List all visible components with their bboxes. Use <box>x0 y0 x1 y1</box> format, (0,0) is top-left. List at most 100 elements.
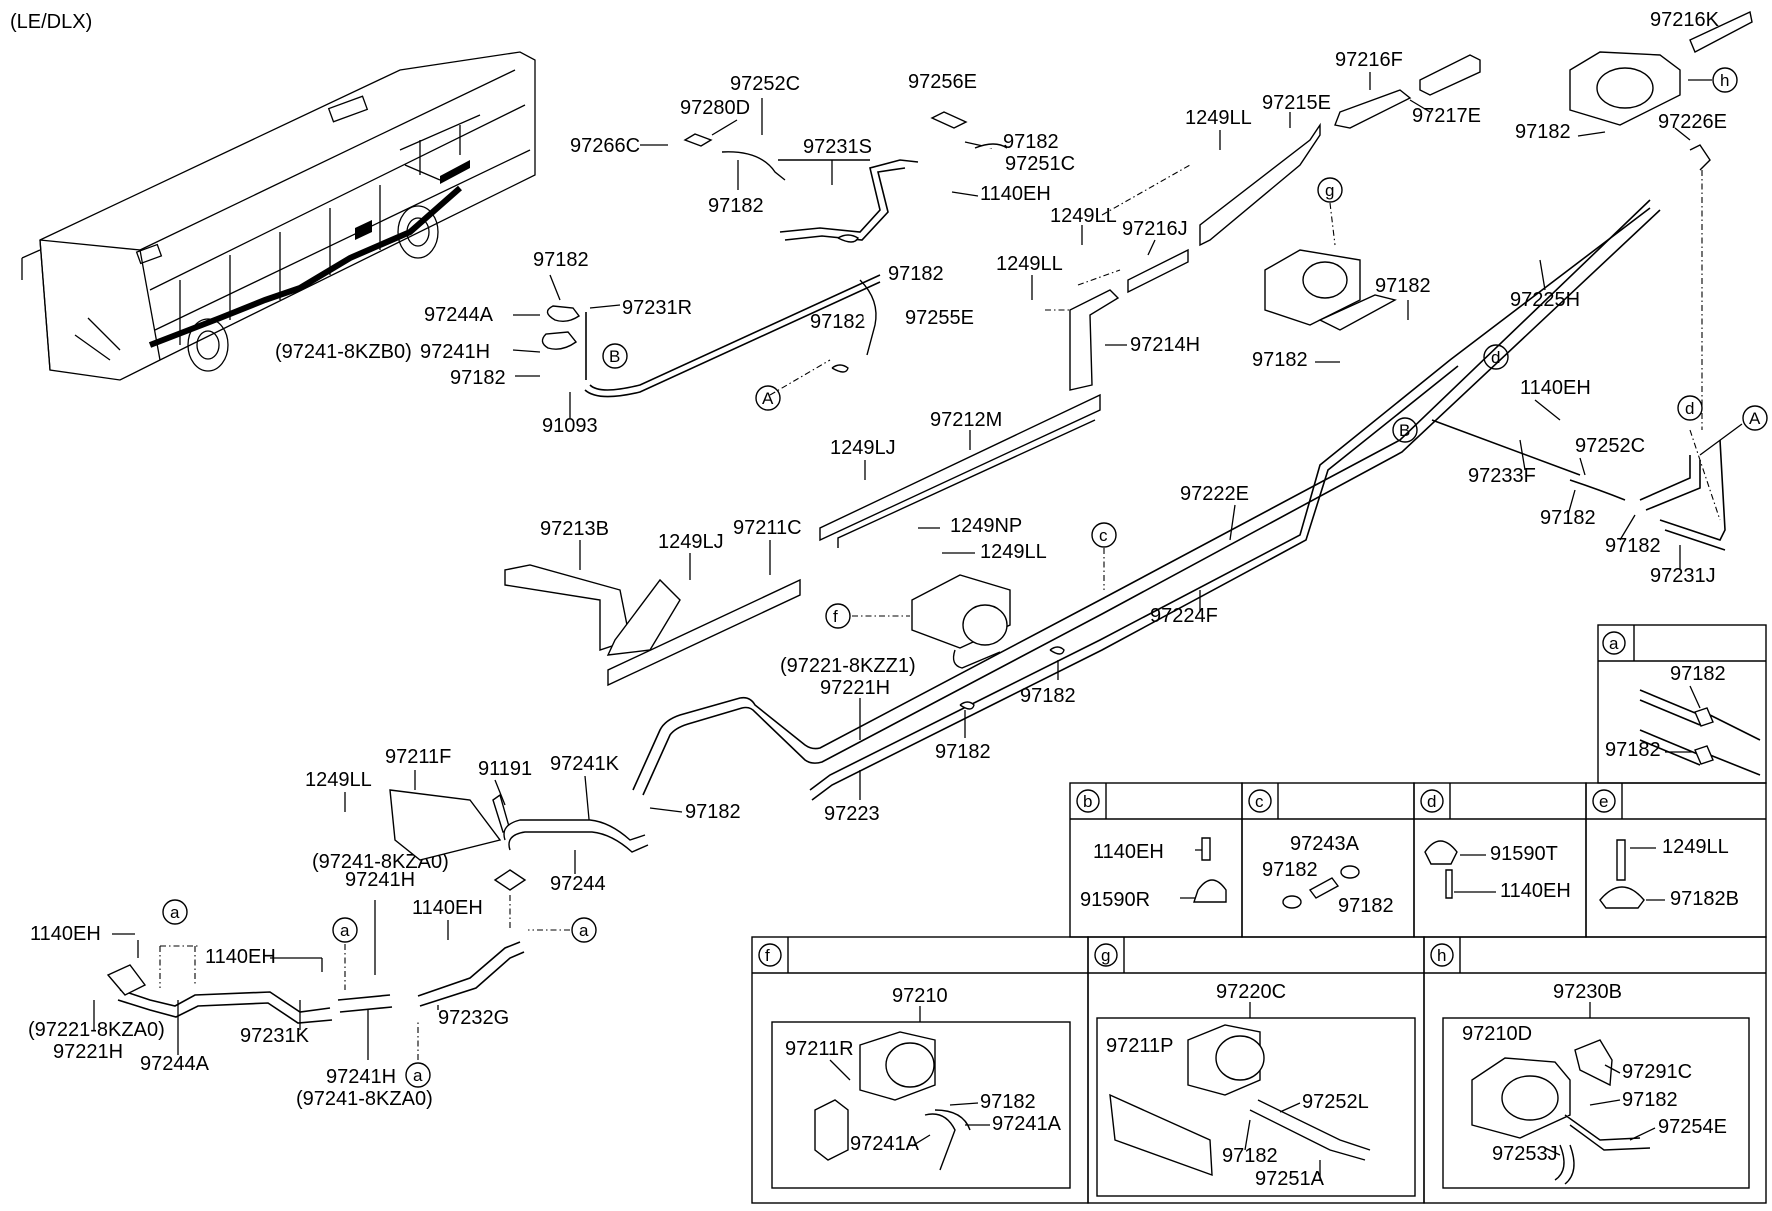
callout-h: h <box>1720 71 1729 90</box>
detail-f-assembly: 97210 <box>892 985 948 1007</box>
part-label: 97256E <box>908 71 977 93</box>
bus-illustration <box>21 51 536 381</box>
detail-g-label: 97251A <box>1255 1168 1325 1190</box>
part-label: 97216J <box>1122 218 1188 240</box>
part-label: 1249LJ <box>830 437 896 459</box>
detail-a-callout: a <box>1609 634 1619 653</box>
part-label: 97182 <box>1540 507 1596 529</box>
part-label: 97241K <box>550 753 620 775</box>
detail-g-label: 97211P <box>1106 1035 1173 1057</box>
detail-f-label: 97211R <box>785 1038 854 1060</box>
detail-e-label: 1249LL <box>1662 836 1729 858</box>
part-label: (97241-8KZB0) <box>275 341 412 363</box>
detail-box-f: f 97210 97211R 97182 97241A 97241A <box>751 936 1089 1204</box>
detail-c-callout: c <box>1255 792 1264 811</box>
detail-box-c: c 97243A 97182 97182 <box>1241 782 1415 938</box>
callout-d: d <box>1491 348 1500 367</box>
detail-h-assembly: 97230B <box>1553 981 1622 1003</box>
detail-d-callout: d <box>1427 792 1436 811</box>
detail-f-label: 97182 <box>980 1091 1036 1113</box>
callout-f: f <box>833 607 838 626</box>
part-label: (97221-8KZZ1) <box>780 655 916 677</box>
heater-assembly-f: 1249NP 1249LL f <box>825 515 1047 669</box>
detail-e-label: 97182B <box>1670 888 1739 910</box>
part-label: 1249LL <box>1050 205 1117 227</box>
detail-g-assembly: 97220C <box>1216 981 1286 1003</box>
part-label: 97266C <box>570 135 640 157</box>
part-label: 1249LL <box>305 769 372 791</box>
detail-b-label: 1140EH <box>1093 841 1164 863</box>
part-label: 97252C <box>730 73 800 95</box>
callout-d2: d <box>1685 399 1694 418</box>
lower-left-parts: 97211F 1249LL 91191 97241K 97182 97244 (… <box>305 746 741 930</box>
part-label: 97280D <box>680 97 750 119</box>
part-label: 97241H <box>420 341 490 363</box>
part-label: 97231J <box>1650 565 1716 587</box>
part-label: 97213B <box>540 518 609 540</box>
detail-f-label: 97241A <box>992 1113 1062 1135</box>
detail-c-label: 97243A <box>1290 833 1360 855</box>
part-label: 1140EH <box>30 923 101 945</box>
hose-cluster-left: 97182 97244A 97231R (97241-8KZB0) 97241H… <box>275 249 881 437</box>
detail-h-callout: h <box>1437 946 1446 965</box>
part-label: 97244A <box>140 1053 210 1075</box>
callout-B: B <box>609 347 620 366</box>
detail-a-label: 97182 <box>1670 663 1726 685</box>
part-label: 97182 <box>1605 535 1661 557</box>
detail-box-h: h 97230B 97210D 97291C 97182 97254E 9725… <box>1423 936 1767 1204</box>
detail-box-d: d 91590T 1140EH <box>1413 782 1587 938</box>
detail-h-label: 97253J <box>1492 1143 1558 1165</box>
part-label: 97182 <box>533 249 589 271</box>
part-label: 97182 <box>935 741 991 763</box>
part-label: 97182 <box>888 263 944 285</box>
detail-f-callout: f <box>765 946 770 965</box>
detail-box-b: b 1140EH 91590R <box>1069 782 1243 938</box>
part-label: 97231S <box>803 136 872 158</box>
part-label: 97231K <box>240 1025 310 1047</box>
part-label: 1140EH <box>980 183 1051 205</box>
hose-cluster-top: 97252C 97280D 97266C 97182 97231S 97256E… <box>570 71 1075 411</box>
detail-g-label: 97252L <box>1302 1091 1369 1113</box>
part-label: 1140EH <box>1520 377 1591 399</box>
detail-b-callout: b <box>1083 792 1092 811</box>
detail-h-label: 97291C <box>1622 1061 1692 1083</box>
part-label: 97182 <box>1515 121 1571 143</box>
detail-h-label: 97254E <box>1658 1116 1727 1138</box>
part-label: 97182 <box>708 195 764 217</box>
detail-g-label: 97182 <box>1222 1145 1278 1167</box>
part-label: 97244A <box>424 304 494 326</box>
part-label: 97244 <box>550 873 606 895</box>
detail-e-callout: e <box>1599 792 1608 811</box>
part-label: 97221H <box>820 677 890 699</box>
part-label: (97241-8KZA0) <box>296 1088 433 1110</box>
part-label: 97212M <box>930 409 1002 431</box>
detail-c-label: 97182 <box>1338 895 1394 917</box>
part-label: (97221-8KZA0) <box>28 1019 165 1041</box>
main-pipe-run: 97222E 97224F 97182 97182 (97221-8KZZ1) … <box>632 199 1661 825</box>
part-label: 91191 <box>478 758 532 780</box>
detail-a-label: 97182 <box>1605 739 1661 761</box>
callout-a2: a <box>340 921 350 940</box>
detail-f-label: 97241A <box>850 1133 920 1155</box>
part-label: 97182 <box>1020 685 1076 707</box>
callout-a3: a <box>579 921 589 940</box>
part-label: 97251C <box>1005 153 1075 175</box>
bottom-left-pipe-run: 1140EH 1140EH 1140EH (97221-8KZA0) 97221… <box>28 897 597 1110</box>
callout-a4: a <box>413 1066 423 1085</box>
variant-label: (LE/DLX) <box>10 11 92 33</box>
callout-a1: a <box>170 903 180 922</box>
part-label: 97232G <box>438 1007 509 1029</box>
part-label: 1140EH <box>205 946 276 968</box>
part-label: 97182 <box>810 311 866 333</box>
callout-g: g <box>1325 181 1334 200</box>
detail-box-e: e 1249LL 97182B <box>1585 782 1767 938</box>
right-components: 97216K 97182 97226E h g 97182 97182 1140… <box>1252 9 1768 587</box>
part-label: 1249LJ <box>658 531 724 553</box>
part-label: 97215E <box>1262 92 1331 114</box>
detail-box-g: g 97220C 97211P 97252L 97182 97251A <box>1087 936 1425 1204</box>
part-label: 97182 <box>1003 131 1059 153</box>
detail-b-label: 91590R <box>1080 889 1150 911</box>
part-label: 1249LL <box>996 253 1063 275</box>
part-label: 97182 <box>1375 275 1431 297</box>
